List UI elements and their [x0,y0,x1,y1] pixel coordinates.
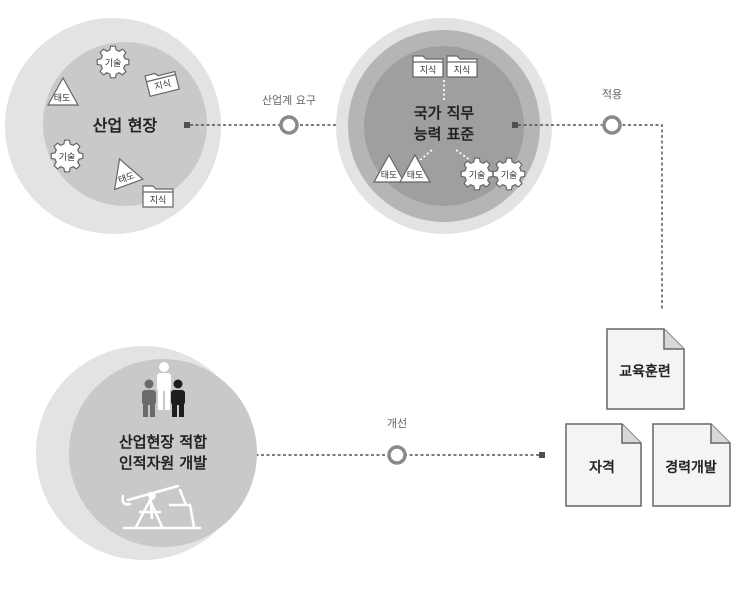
skill-label: 기술 [501,170,518,181]
hr-development-node: 산업현장 적합 인적자원 개발 [36,346,257,560]
document-qualification: 자격 [565,423,642,507]
triangle-icon: 태도 [399,154,431,183]
skill-label: 기술 [105,58,122,69]
people-icon [142,362,185,417]
folder-icon: 지식 [142,185,174,208]
oil-pump-icon [121,484,202,530]
gear-icon: 기술 [492,157,526,191]
ncs-node: 국가 직무 능력 표준 지식 지식 태도 태도 기술 기술 [336,18,552,234]
improvement-label: 개선 [387,417,407,430]
connector-node [602,115,622,135]
folder-icon: 지식 [412,55,444,78]
document-training: 교육훈련 [606,328,685,410]
ncs-title-line1: 국가 직무 [414,104,475,122]
document-career-development: 경력개발 [652,423,731,507]
attitude-label: 태도 [381,170,398,181]
gear-icon: 기술 [460,157,494,191]
ncs-title-line2: 능력 표준 [414,125,475,143]
skill-label: 기술 [59,152,76,163]
connector-start-marker [512,122,518,128]
folder-icon: 지식 [144,68,180,97]
folder-icon: 지식 [446,55,478,78]
connector-start-marker [184,122,190,128]
industry-site-title: 산업 현장 [93,116,158,135]
application-label: 적용 [602,88,622,101]
qualification-label: 자격 [589,459,615,476]
knowledge-label: 지식 [150,195,167,206]
industry-site-node: 산업 현장 기술 지식 태도 기술 태도 지식 [5,18,221,234]
career-development-label: 경력개발 [665,459,717,476]
triangle-icon: 태도 [373,154,405,183]
training-label: 교육훈련 [619,363,671,380]
attitude-label: 태도 [54,93,71,104]
industry-demand-label: 산업계 요구 [262,94,316,107]
improvement-connector: 개선 [236,417,545,465]
gear-icon: 기술 [50,139,84,173]
hr-title-line1: 산업현장 적합 [119,433,207,451]
triangle-icon: 태도 [47,77,79,106]
attitude-label: 태도 [117,170,136,186]
connector-node [279,115,299,135]
application-connector: 적용 [512,88,663,310]
knowledge-label: 지식 [420,65,437,76]
gear-icon: 기술 [96,45,130,79]
hr-title-line2: 인적자원 개발 [119,454,207,472]
skill-label: 기술 [469,170,486,181]
hr-inner-circle [69,359,257,547]
attitude-label: 태도 [407,170,424,181]
connector-start-marker [539,452,545,458]
knowledge-label: 지식 [454,65,471,76]
triangle-icon: 태도 [104,153,144,191]
knowledge-label: 지식 [153,78,172,93]
connector-node [387,445,407,465]
